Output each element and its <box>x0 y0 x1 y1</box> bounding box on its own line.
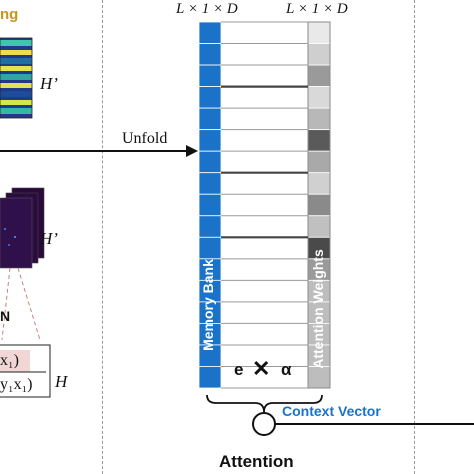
attention-column-outline <box>307 21 331 389</box>
h-label: H <box>55 372 68 391</box>
multiply-icon: ✕ <box>252 356 271 381</box>
formula-bottom: y₁x₁) <box>0 376 33 393</box>
formula-highlight <box>0 350 30 372</box>
h-prime-top-label: H’ <box>40 74 58 93</box>
zoom-line-left <box>1 267 11 341</box>
formula-top: x₁) <box>0 352 19 369</box>
alpha-symbol: α <box>281 360 292 379</box>
weights-dimension-label: L × 1 × D <box>286 1 348 17</box>
embedding-symbol: e <box>234 360 244 379</box>
h-prime-bottom-label: H’ <box>40 229 58 248</box>
zoom-line-right <box>17 267 41 341</box>
context-vector-node <box>252 412 276 436</box>
memory-cell <box>198 366 222 389</box>
right-panel-divider <box>414 0 415 474</box>
section-title: Attention <box>219 452 294 471</box>
partial-letter: N <box>0 308 11 324</box>
memory-dimension-label: L × 1 × D <box>176 1 238 17</box>
unfold-label: Unfold <box>122 130 168 147</box>
partial-title: ng <box>0 6 19 23</box>
striped-feature-stack <box>0 37 33 119</box>
left-panel-divider <box>102 0 103 474</box>
dark-feature-stack <box>0 187 45 269</box>
context-vector-label: Context Vector <box>282 403 381 419</box>
